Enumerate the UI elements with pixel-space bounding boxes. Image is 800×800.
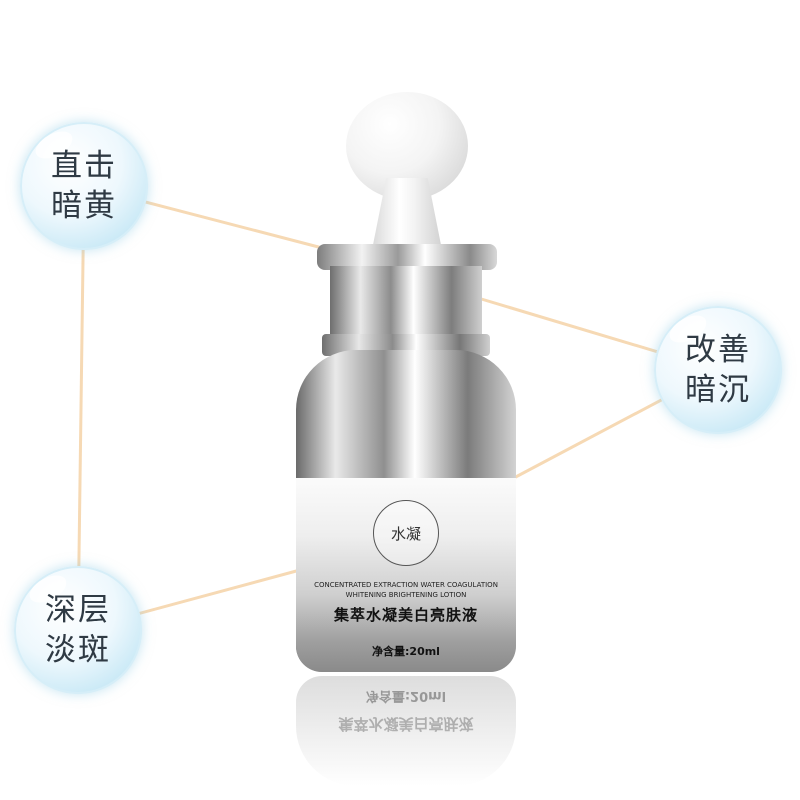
benefit-bubble-spots: 深层 淡斑 xyxy=(14,566,142,694)
reflection-name: 集萃水凝美白亮肤液 xyxy=(338,715,474,733)
logo-text: 水凝 xyxy=(390,524,421,543)
bottle-body: 水凝 CONCENTRATED EXTRACTION WATER COAGULA… xyxy=(296,350,516,672)
english-name-line1: CONCENTRATED EXTRACTION WATER COAGULATIO… xyxy=(314,581,498,589)
bottle-reflection: 净含量:20ml 集萃水凝美白亮肤液 xyxy=(296,676,516,786)
bubble-line: 深层 xyxy=(45,592,111,628)
bottle-collar xyxy=(317,244,497,270)
bottle-label: 水凝 CONCENTRATED EXTRACTION WATER COAGULA… xyxy=(296,500,516,659)
bubble-line: 暗沉 xyxy=(685,372,751,408)
connector-line xyxy=(76,185,86,631)
benefit-bubble-dullness: 改善 暗沉 xyxy=(654,306,782,434)
bubble-line: 暗黄 xyxy=(51,188,117,224)
brand-logo: 水凝 xyxy=(373,500,439,566)
bottle-cap xyxy=(330,266,482,338)
reflection-volume: 净含量:20ml xyxy=(365,688,447,703)
net-volume: 净含量:20ml xyxy=(372,645,440,658)
bubble-line: 改善 xyxy=(685,332,751,368)
benefit-bubble-yellowness: 直击 暗黄 xyxy=(20,122,148,250)
english-name-line2: WHITENING BRIGHTENING LOTION xyxy=(345,591,467,599)
chinese-product-name: 集萃水凝美白亮肤液 xyxy=(333,606,478,624)
bubble-line: 直击 xyxy=(51,148,117,184)
bubble-line: 淡斑 xyxy=(45,632,111,668)
